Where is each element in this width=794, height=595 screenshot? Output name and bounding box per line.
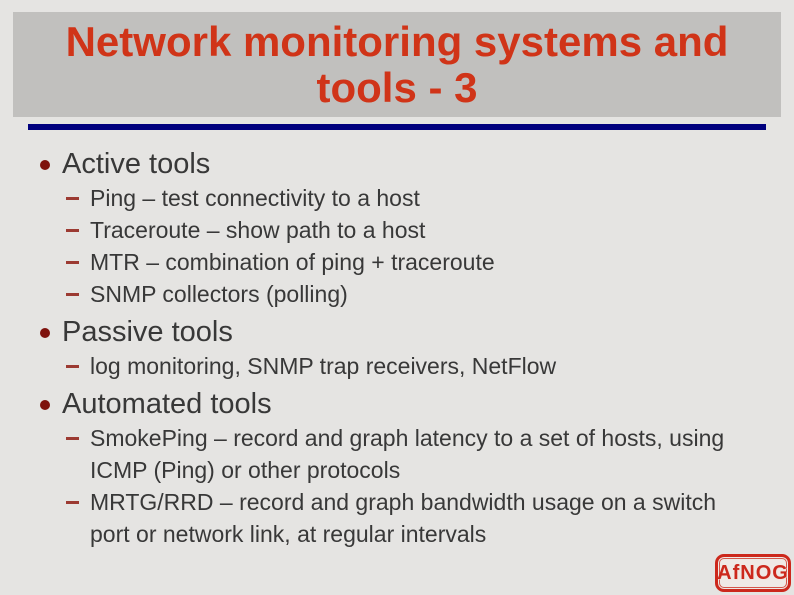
list-item: log monitoring, SNMP trap receivers, Net… (0, 350, 760, 382)
section-heading-active-tools: Active tools (0, 146, 794, 182)
list-item: SmokePing – record and graph latency to … (0, 422, 760, 486)
section-heading-passive-tools: Passive tools (0, 314, 794, 350)
list-item: Ping – test connectivity to a host (0, 182, 760, 214)
section-heading-label: Passive tools (62, 316, 233, 348)
section-heading-automated-tools: Automated tools (0, 386, 794, 422)
dash-bullet-icon (66, 365, 79, 368)
disc-bullet-icon (40, 160, 50, 170)
dash-bullet-icon (66, 197, 79, 200)
slide-body: Active tools Ping – test connectivity to… (0, 142, 794, 550)
list-item-text: MRTG/RRD – record and graph bandwidth us… (90, 489, 717, 547)
list-item-text: Ping – test connectivity to a host (90, 185, 420, 211)
section-heading-label: Active tools (62, 148, 211, 180)
title-box: Network monitoring systems and tools - 3 (13, 12, 781, 117)
list-item-text: Traceroute – show path to a host (90, 217, 426, 243)
list-item-text: MTR – combination of ping + traceroute (90, 249, 495, 275)
disc-bullet-icon (40, 328, 50, 338)
section-heading-label: Automated tools (62, 388, 272, 420)
list-item: MTR – combination of ping + traceroute (0, 246, 760, 278)
list-item-text: SNMP collectors (polling) (90, 281, 348, 307)
dash-bullet-icon (66, 501, 79, 504)
list-item: MRTG/RRD – record and graph bandwidth us… (0, 486, 760, 550)
afnog-logo: AfNOG (715, 554, 791, 592)
list-item-text: SmokePing – record and graph latency to … (90, 425, 725, 483)
dash-bullet-icon (66, 293, 79, 296)
list-item: SNMP collectors (polling) (0, 278, 760, 310)
dash-bullet-icon (66, 437, 79, 440)
dash-bullet-icon (66, 229, 79, 232)
title-divider-line (28, 124, 766, 130)
list-item-text: log monitoring, SNMP trap receivers, Net… (90, 353, 557, 379)
disc-bullet-icon (40, 400, 50, 410)
page-title: Network monitoring systems and tools - 3 (65, 17, 729, 111)
afnog-logo-text: AfNOG (717, 561, 789, 584)
list-item: Traceroute – show path to a host (0, 214, 760, 246)
dash-bullet-icon (66, 261, 79, 264)
